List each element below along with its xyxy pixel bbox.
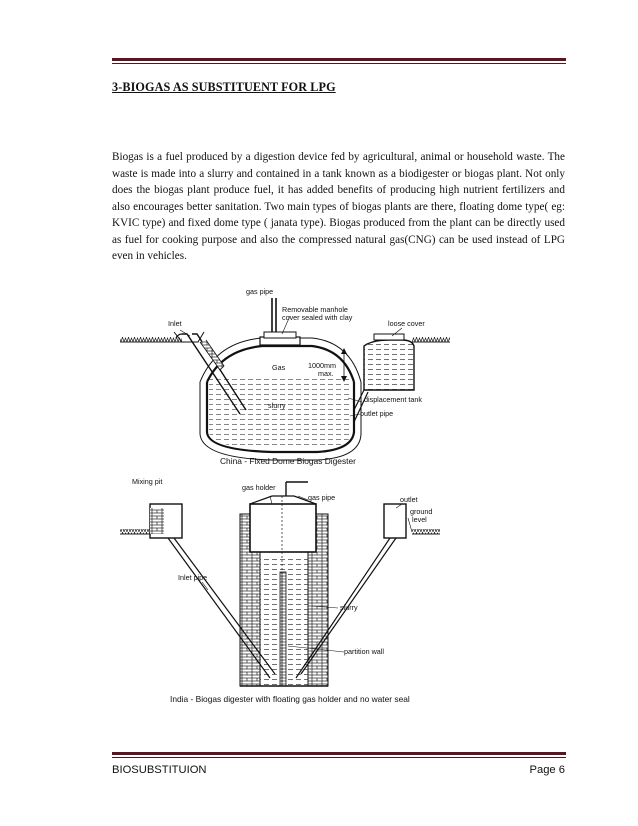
china-label-height-2: max. (318, 369, 334, 378)
china-label-manhole-1: Removable manhole (282, 305, 348, 314)
india-label-partition-wall: partition wall (344, 647, 384, 656)
china-label-inlet: Inlet (168, 319, 182, 328)
body-paragraph: Biogas is a fuel produced by a digestion… (112, 151, 565, 262)
china-label-slurry: slurry (268, 401, 286, 410)
india-floating-holder-digester: Mixing pit gas holder gas pipe outlet gr… (120, 477, 440, 704)
footer-rule-thin (112, 757, 566, 758)
section-heading: 3-BIOGAS AS SUBSTITUENT FOR LPG (112, 80, 336, 94)
china-label-manhole-2: cover sealed with clay (282, 313, 353, 322)
china-label-gas-pipe: gas pipe (246, 287, 273, 296)
footer-page-number: Page 6 (529, 764, 565, 776)
india-label-gas-holder: gas holder (242, 483, 276, 492)
header-rule-thick (112, 58, 566, 61)
india-label-gas-pipe: gas pipe (308, 493, 335, 502)
india-label-outlet: outlet (400, 495, 418, 504)
india-label-ground-2: level (412, 515, 427, 524)
china-caption: China - Fixed Dome Biogas Digester (220, 456, 356, 466)
china-label-outlet-pipe: outlet pipe (360, 409, 393, 418)
header-rule-thin (112, 63, 566, 64)
china-label-gas: Gas (272, 363, 286, 372)
india-label-ground-1: ground (410, 507, 432, 516)
india-label-slurry: slurry (340, 603, 358, 612)
china-label-loose-cover: loose cover (388, 319, 425, 328)
china-fixed-dome-digester: gas pipe Removable manhole cover sealed … (120, 287, 450, 466)
india-caption: India - Biogas digester with floating ga… (170, 694, 410, 704)
biogas-diagrams: gas pipe Removable manhole cover sealed … (112, 282, 566, 712)
footer-document-title: BIOSUBSTITUION (112, 764, 207, 776)
india-label-mixing-pit: Mixing pit (132, 477, 162, 486)
india-label-inlet-pipe: Inlet pipe (178, 573, 207, 582)
china-label-height-1: 1000mm (308, 361, 336, 370)
china-label-displacement-tank: displacement tank (364, 395, 422, 404)
biogas-diagrams-svg: gas pipe Removable manhole cover sealed … (120, 287, 450, 704)
footer-rule-thick (112, 752, 566, 755)
